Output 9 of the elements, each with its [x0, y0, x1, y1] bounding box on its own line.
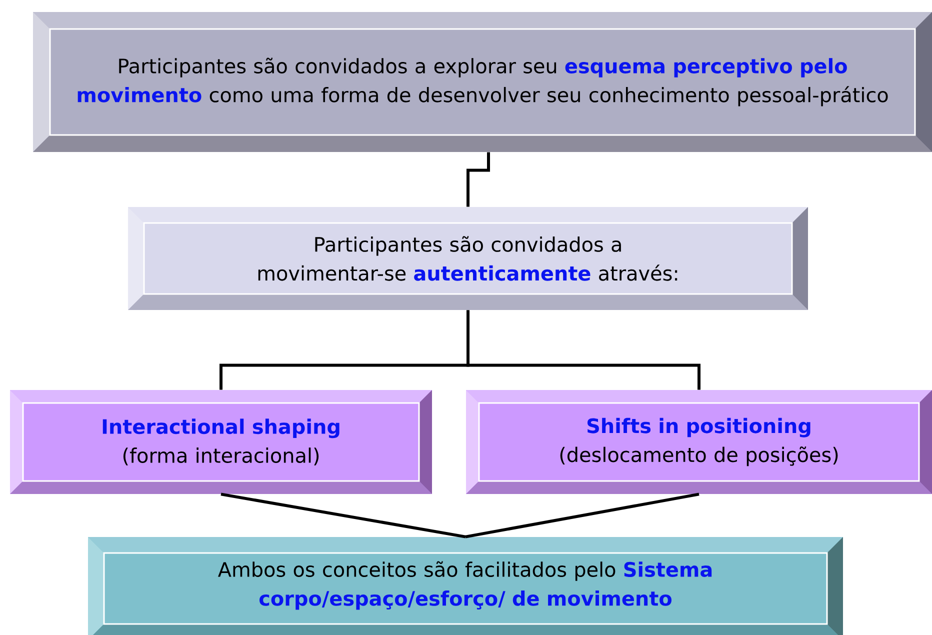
process-box: Shifts in positioning (deslocamento de posições) — [466, 390, 932, 494]
connector-line — [466, 152, 490, 207]
process-box: Ambos os conceitos são facilitados pelo Sistema corpo/espaço/esforço/ de movimento — [88, 537, 843, 635]
connector-line — [220, 492, 466, 538]
process-box: Participantes são convidados a movimentar-se autenticamente através: — [128, 207, 808, 310]
connector-line — [466, 310, 700, 390]
process-box: Participantes são convidados a explorar seu esquema perceptivo pelo movimento como uma forma de desenvolver seu conhecimento pessoal-prático — [33, 12, 932, 152]
connector-line — [465, 492, 700, 538]
process-box: Interactional shaping (forma interacional) — [10, 390, 432, 494]
